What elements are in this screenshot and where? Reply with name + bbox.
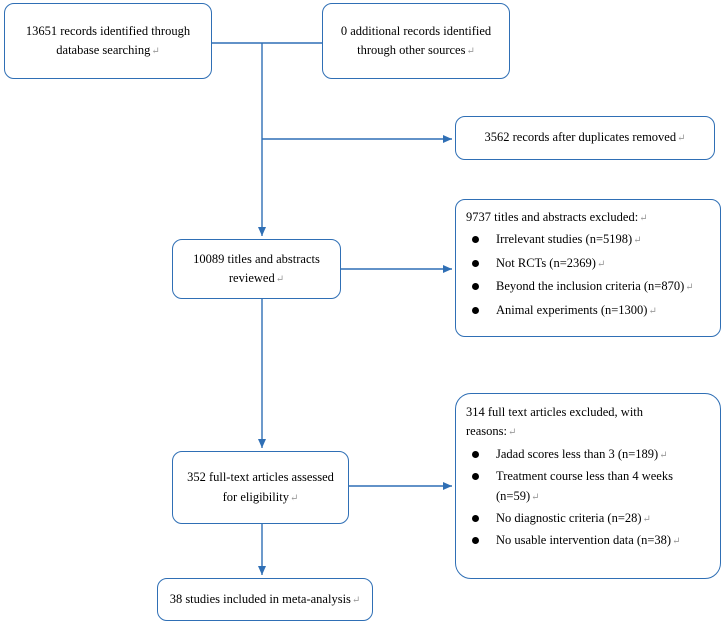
records-db-line-1: 13651 records identified through (25, 23, 191, 38)
records-db-box: 13651 records identified through databas… (4, 3, 212, 79)
return-mark: ↵ (289, 492, 299, 504)
return-mark: ↵ (507, 427, 517, 439)
return-mark: ↵ (596, 258, 606, 270)
fulltext-box: 352 full-text articles assessed for elig… (172, 451, 349, 524)
list-item: Jadad scores less than 3 (n=189)↵ (466, 445, 710, 464)
return-mark: ↵ (672, 536, 681, 548)
return-mark: ↵ (639, 213, 648, 224)
included-box: 38 studies included in meta-analysis↵ (157, 578, 373, 621)
list-item: No diagnostic criteria (n=28)↵ (466, 509, 710, 528)
duplicates-box: 3562 records after duplicates removed↵ (455, 116, 715, 160)
records-other-box: 0 additional records identified through … (322, 3, 510, 79)
records-other-line-1: 0 additional records identified (340, 23, 492, 38)
return-mark: ↵ (275, 274, 285, 285)
bullet-icon (472, 514, 479, 522)
bullet-icon (472, 283, 479, 291)
return-mark: ↵ (685, 282, 694, 294)
list-item: Irrelevant studies (n=5198)↵ (466, 230, 710, 249)
return-mark: ↵ (677, 133, 686, 145)
return-mark: ↵ (466, 46, 475, 57)
return-mark: ↵ (642, 513, 651, 525)
return-mark: ↵ (633, 235, 642, 247)
list-item: Treatment course less than 4 weeks (n=59)… (466, 467, 710, 506)
screened-box: 10089 titles and abstracts reviewed↵ (172, 239, 341, 299)
included-line-1: 38 studies included in meta-analysis↵ (169, 591, 361, 606)
bullet-icon (472, 236, 479, 244)
excluded-fulltext-heading-line-1: 314 full text articles excluded, with (466, 405, 644, 419)
excluded-screening-box: 9737 titles and abstracts excluded:↵ Irr… (455, 199, 721, 337)
list-item: No usable intervention data (n=38)↵ (466, 531, 710, 550)
return-mark: ↵ (351, 594, 361, 606)
screened-line-1: 10089 titles and abstracts (193, 251, 320, 266)
records-other-line-2: through other sources↵ (357, 43, 475, 57)
screened-line-2: reviewed↵ (228, 271, 285, 285)
excluded-fulltext-list: Jadad scores less than 3 (n=189)↵ Treatm… (466, 445, 710, 551)
bullet-icon (472, 537, 479, 545)
excluded-screening-list: Irrelevant studies (n=5198)↵ Not RCTs (n… (466, 230, 710, 320)
bullet-icon (472, 473, 479, 481)
list-item: Not RCTs (n=2369)↵ (466, 254, 710, 273)
duplicates-line-1: 3562 records after duplicates removed↵ (484, 130, 686, 145)
list-item-line-1: Treatment course less than 4 weeks (496, 469, 673, 484)
excluded-fulltext-heading-line-2: reasons:↵ (466, 424, 517, 439)
fulltext-line-1: 352 full-text articles assessed (187, 470, 334, 485)
bullet-icon (472, 306, 479, 314)
return-mark: ↵ (659, 449, 668, 461)
excluded-fulltext-box: 314 full text articles excluded, with re… (455, 393, 721, 579)
fulltext-line-2: for eligibility↵ (222, 489, 299, 504)
excluded-screening-heading: 9737 titles and abstracts excluded:↵ (466, 210, 648, 224)
return-mark: ↵ (531, 491, 540, 503)
return-mark: ↵ (648, 305, 657, 317)
return-mark: ↵ (151, 46, 160, 57)
list-item-line-2: (n=59)↵ (496, 488, 540, 503)
list-item: Animal experiments (n=1300)↵ (466, 301, 710, 320)
bullet-icon (472, 450, 479, 458)
records-db-line-2: database searching↵ (56, 43, 160, 57)
list-item: Beyond the inclusion criteria (n=870)↵ (466, 277, 710, 296)
bullet-icon (472, 259, 479, 267)
